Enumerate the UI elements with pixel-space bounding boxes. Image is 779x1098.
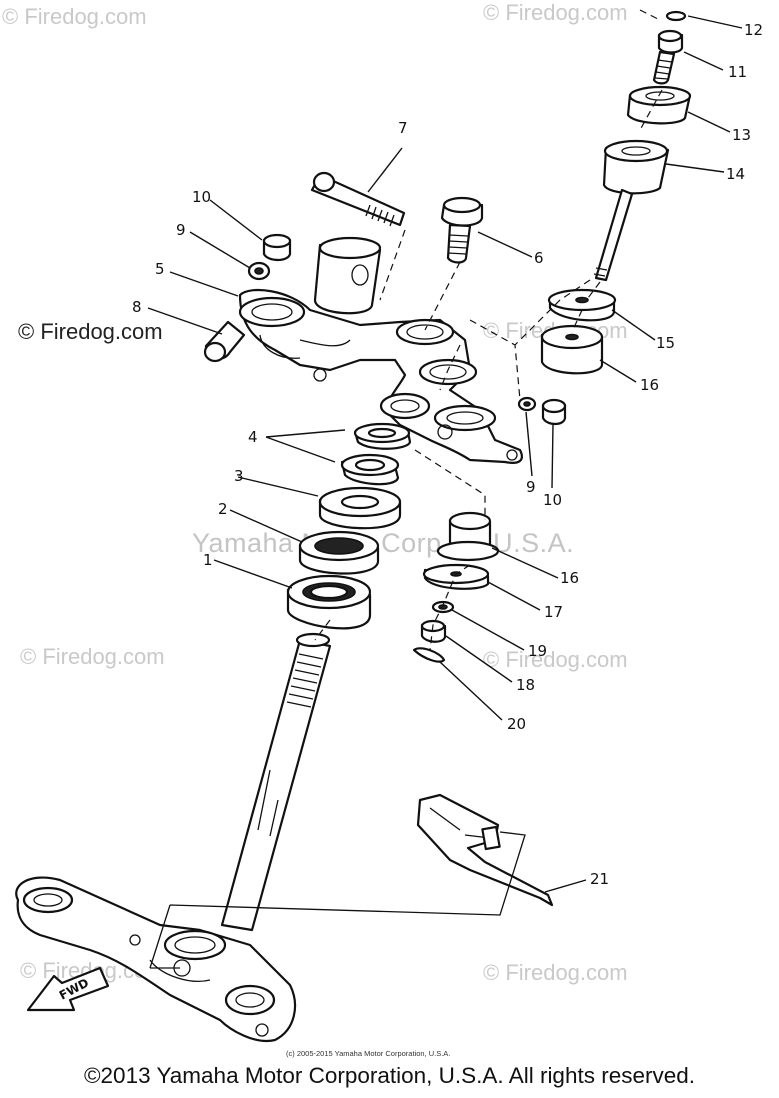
callout-12: 12	[744, 21, 763, 39]
callout-16-bottom: 16	[560, 569, 579, 587]
washer-17	[422, 563, 490, 590]
nut-10-right	[541, 398, 567, 426]
callout-11: 11	[728, 63, 747, 81]
callout-10-left: 10	[192, 188, 211, 206]
bolt-7	[310, 171, 406, 227]
cable-guide-21	[416, 793, 554, 907]
callout-4: 4	[248, 428, 258, 446]
callout-7: 7	[398, 119, 408, 137]
washer-15	[547, 288, 617, 322]
callout-20: 20	[507, 715, 526, 733]
handlebar-holder-14	[593, 139, 670, 282]
callout-10-right: 10	[543, 491, 562, 509]
handlebar-holder-13	[626, 85, 692, 125]
callout-19: 19	[528, 642, 547, 660]
washer-9-right	[517, 396, 537, 412]
washer-9-left	[247, 261, 271, 281]
footer-copyright: ©2013 Yamaha Motor Corporation, U.S.A. A…	[83, 1063, 696, 1088]
callout-14: 14	[726, 165, 745, 183]
damper-16-top	[540, 324, 604, 375]
watermark-lower-left: © Firedog.com	[20, 644, 165, 669]
washer-19	[431, 600, 455, 614]
bolt-8	[203, 320, 246, 363]
bolt-6	[440, 196, 484, 264]
callout-21: 21	[590, 870, 609, 888]
cap-12	[665, 10, 687, 22]
watermark-center: Yamaha Motor Corp. ™ U.S.A.	[192, 528, 574, 558]
upper-bracket	[238, 236, 523, 464]
ring-nuts-4	[340, 422, 412, 486]
small-copyright: (c) 2005-2015 Yamaha Motor Corporation, …	[286, 1049, 450, 1058]
callout-1: 1	[203, 551, 213, 569]
callout-13: 13	[732, 126, 751, 144]
bearing-race-3	[318, 486, 402, 530]
bolt-11	[652, 29, 684, 85]
nut-18	[420, 619, 447, 643]
callout-16-top: 16	[640, 376, 659, 394]
callout-9-left: 9	[176, 221, 186, 239]
watermark-mid-left: © Firedog.com	[18, 319, 163, 344]
watermark-lower-right: © Firedog.com	[483, 647, 628, 672]
callout-5: 5	[155, 260, 165, 278]
bearing-1	[286, 574, 372, 630]
watermark-bottom-right: © Firedog.com	[483, 960, 628, 985]
callout-17: 17	[544, 603, 563, 621]
callout-8: 8	[132, 298, 142, 316]
bearing-race-2	[298, 530, 380, 575]
nut-10-left	[262, 233, 292, 262]
callout-9-right: 9	[526, 478, 536, 496]
callout-3: 3	[234, 467, 244, 485]
clip-20	[412, 647, 446, 663]
callout-18: 18	[516, 676, 535, 694]
watermark-top-right: © Firedog.com	[483, 0, 628, 25]
steering-stem	[15, 632, 332, 1043]
callout-15: 15	[656, 334, 675, 352]
watermark-top-left: © Firedog.com	[2, 4, 147, 29]
callout-6: 6	[534, 249, 544, 267]
callout-2: 2	[218, 500, 228, 518]
